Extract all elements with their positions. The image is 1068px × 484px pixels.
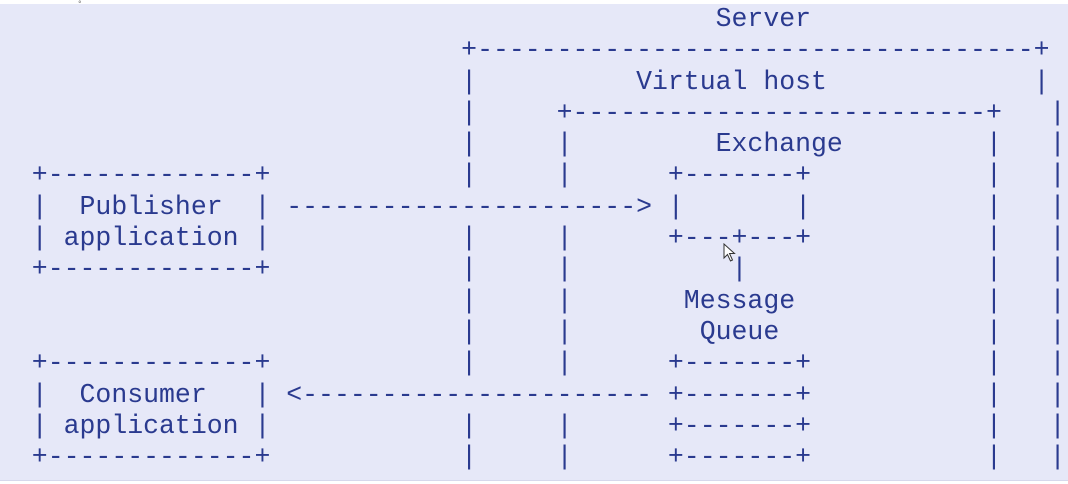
diagram-line-virtual-host-top-border: | +--------------------------+ | bbox=[0, 97, 1066, 128]
diagram-line-exchange-title: | | Exchange | | bbox=[0, 129, 1066, 160]
diagram-line-publisher-arrow: | Publisher | ----------------------> | … bbox=[0, 191, 1066, 222]
diagram-line-consumer-top-border: +-------------+ | | +-------+ | | bbox=[0, 348, 1066, 379]
diagram-line-consumer-arrow: | Consumer | <---------------------- +--… bbox=[0, 379, 1066, 410]
diagram-panel: Server +--------------------------------… bbox=[0, 4, 1068, 481]
diagram-line-queue-label: | | Queue | | bbox=[0, 316, 1066, 347]
diagram-line-consumer-bottom-border: +-------------+ | | +-------+ | | bbox=[0, 442, 1066, 473]
diagram-line-server-top-border: +-----------------------------------+ bbox=[0, 35, 1050, 66]
corner-mark: ° bbox=[78, 0, 82, 8]
diagram-line-message-label: | | Message | | bbox=[0, 285, 1066, 316]
ascii-diagram: Server +--------------------------------… bbox=[0, 4, 1066, 473]
diagram-line-publisher-application: | application | | | +---+---+ | | bbox=[0, 223, 1066, 254]
diagram-line-publisher-bottom-border: +-------------+ | | | | | bbox=[0, 254, 1066, 285]
diagram-line-server-title: Server bbox=[0, 4, 812, 34]
diagram-line-virtual-host-title: | Virtual host | bbox=[0, 66, 1050, 97]
diagram-line-publisher-top-border: +-------------+ | | +-------+ | | bbox=[0, 160, 1066, 191]
diagram-line-consumer-application: | application | | | +-------+ | | bbox=[0, 410, 1066, 441]
mouse-pointer-icon bbox=[723, 243, 736, 262]
